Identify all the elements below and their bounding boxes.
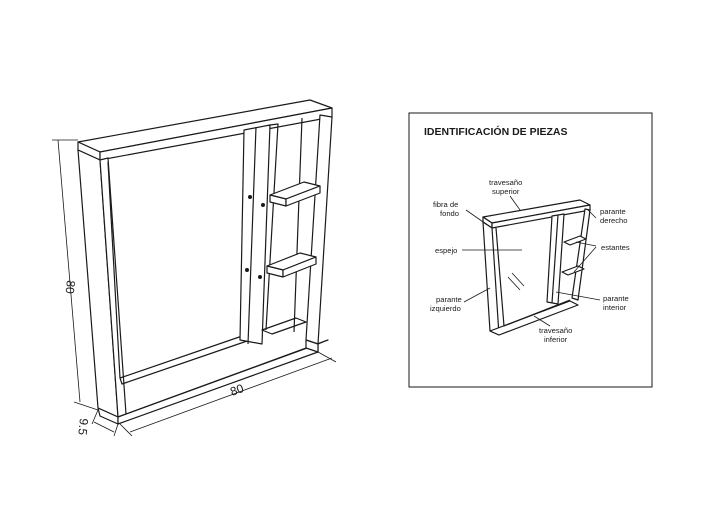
label-estantes: estantes — [601, 243, 630, 252]
dimension-lines — [52, 139, 337, 437]
main-cabinet-drawing — [77, 99, 333, 425]
parts-identification-panel: IDENTIFICACIÓN DE PIEZAS — [408, 112, 653, 388]
label-espejo: espejo — [435, 246, 457, 255]
label-fibra-de-fondo: fibra de fondo — [433, 200, 460, 218]
legend-title: IDENTIFICACIÓN DE PIEZAS — [424, 125, 568, 138]
label-parante-interior: parante interior — [603, 294, 631, 312]
label-leaders — [462, 195, 601, 327]
label-travesano-inferior: travesaño inferior — [539, 326, 574, 344]
label-parante-izquierdo: parante izquierdo — [430, 295, 464, 313]
small-cabinet-drawing — [482, 199, 591, 336]
depth-dimension-label: 9.5 — [75, 418, 91, 436]
width-dimension-label: 80 — [228, 381, 246, 399]
height-dimension-label: 80 — [63, 280, 78, 295]
label-parante-derecho: parante derecho — [600, 207, 628, 225]
label-travesano-superior: travesaño superior — [489, 178, 524, 196]
